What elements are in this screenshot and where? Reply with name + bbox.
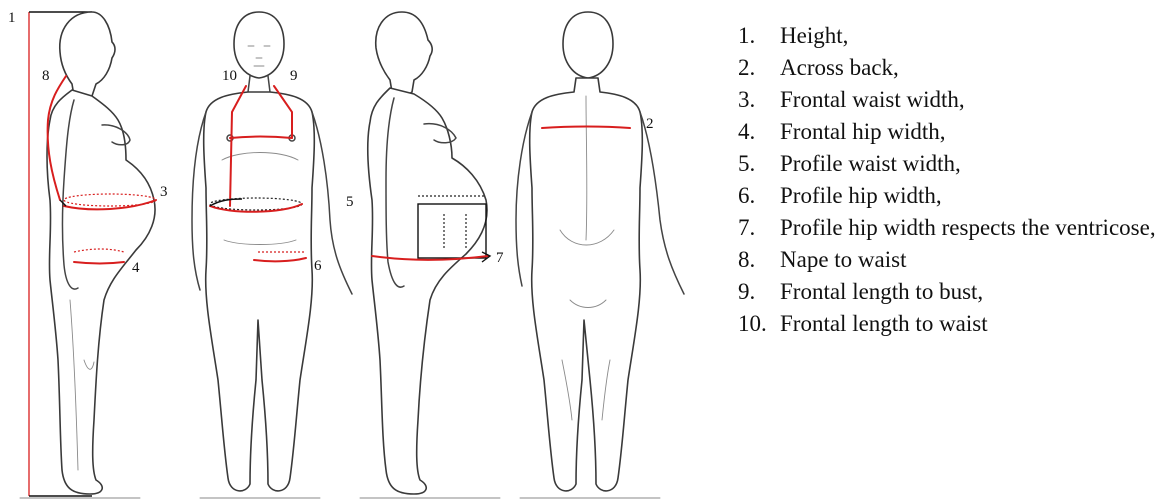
callout-9: 9 [290,68,298,84]
legend-text: Across back, [780,52,1168,84]
legend-text: Nape to waist [780,244,1168,276]
legend-number: 1. [738,20,780,52]
callout-2: 2 [646,116,654,132]
callout-1: 1 [8,10,16,26]
back-right-arm [640,112,684,294]
legend-text: Frontal length to waist [780,308,1168,340]
legend-number: 10. [738,308,780,340]
legend-text: Height, [780,20,1168,52]
legend-number: 2. [738,52,780,84]
callout-3: 3 [160,184,168,200]
profile-body [47,90,155,494]
front-head [234,12,284,78]
figure-back-view: 2 [516,12,684,491]
figure-front-view: 10 9 5 6 [192,12,354,491]
measurement-legend: 1. Height, 2. Across back, 3. Frontal wa… [738,20,1168,340]
legend-number: 6. [738,180,780,212]
legend-item-frontal-waist-width: 3. Frontal waist width, [738,84,1168,116]
callout-8: 8 [42,68,50,84]
legend-text: Frontal length to bust, [780,276,1168,308]
legend-text: Profile hip width, [780,180,1168,212]
profile2-body [368,88,487,494]
legend-item-profile-hip-ventricose: 7. Profile hip width respects the ventri… [738,212,1168,244]
front-body [204,92,315,491]
legend-number: 8. [738,244,780,276]
callout-6: 6 [314,258,322,274]
legend-text: Frontal waist width, [780,84,1168,116]
legend-item-frontal-length-to-bust: 9. Frontal length to bust, [738,276,1168,308]
legend-item-profile-hip-width: 6. Profile hip width, [738,180,1168,212]
back-head [563,12,613,78]
callout-10: 10 [222,68,237,84]
callout-7: 7 [496,250,504,266]
profile2-head [376,12,432,95]
profile-head [60,12,115,99]
legend-number: 5. [738,148,780,180]
legend-item-profile-waist-width: 5. Profile waist width, [738,148,1168,180]
body-illustrations: 1 8 3 4 [0,0,720,503]
legend-text: Profile waist width, [780,148,1168,180]
legend-item-across-back: 2. Across back, [738,52,1168,84]
callout-4: 4 [132,260,140,276]
legend-item-frontal-length-to-waist: 10. Frontal length to waist [738,308,1168,340]
legend-number: 7. [738,212,780,244]
legend-item-nape-to-waist: 8. Nape to waist [738,244,1168,276]
legend-item-frontal-hip-width: 4. Frontal hip width, [738,116,1168,148]
legend-number: 3. [738,84,780,116]
measurement-figure: 1 8 3 4 [0,0,720,503]
figure-side-profile: 1 8 3 4 [8,10,168,496]
legend-number: 9. [738,276,780,308]
legend-text: Profile hip width respects the ventricos… [780,212,1168,244]
legend-number: 4. [738,116,780,148]
legend-item-height: 1. Height, [738,20,1168,52]
callout-5: 5 [346,194,354,210]
legend-text: Frontal hip width, [780,116,1168,148]
figure-side-profile-right: 7 [368,12,504,494]
